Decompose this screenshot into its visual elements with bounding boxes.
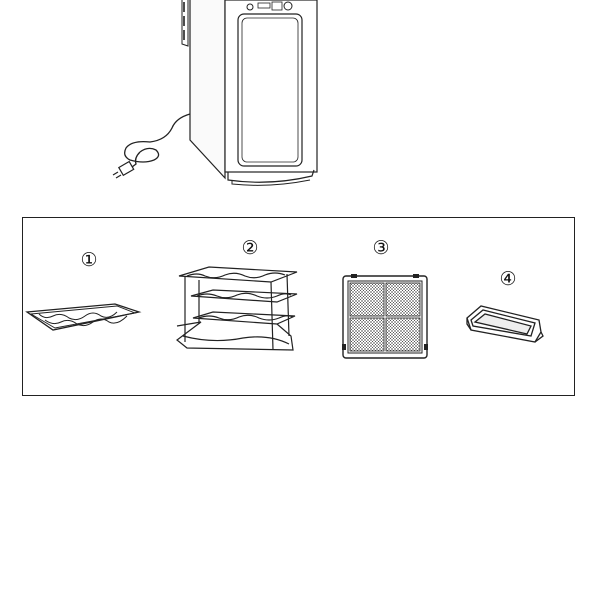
wire-shelf-icon bbox=[23, 298, 143, 338]
filter-grille-icon bbox=[341, 274, 429, 360]
part-number-2: ② bbox=[241, 237, 259, 259]
wine-cooler-icon bbox=[112, 0, 318, 186]
part-number-1: ① bbox=[80, 249, 98, 271]
part-number-3: ③ bbox=[372, 237, 390, 259]
bottle-rack-stack-icon bbox=[173, 264, 303, 356]
part-number-4: ④ bbox=[499, 268, 517, 290]
wine-cooler-illustration bbox=[100, 0, 350, 200]
handle-icon bbox=[461, 298, 545, 348]
accessories-panel: ① ② bbox=[22, 217, 575, 396]
